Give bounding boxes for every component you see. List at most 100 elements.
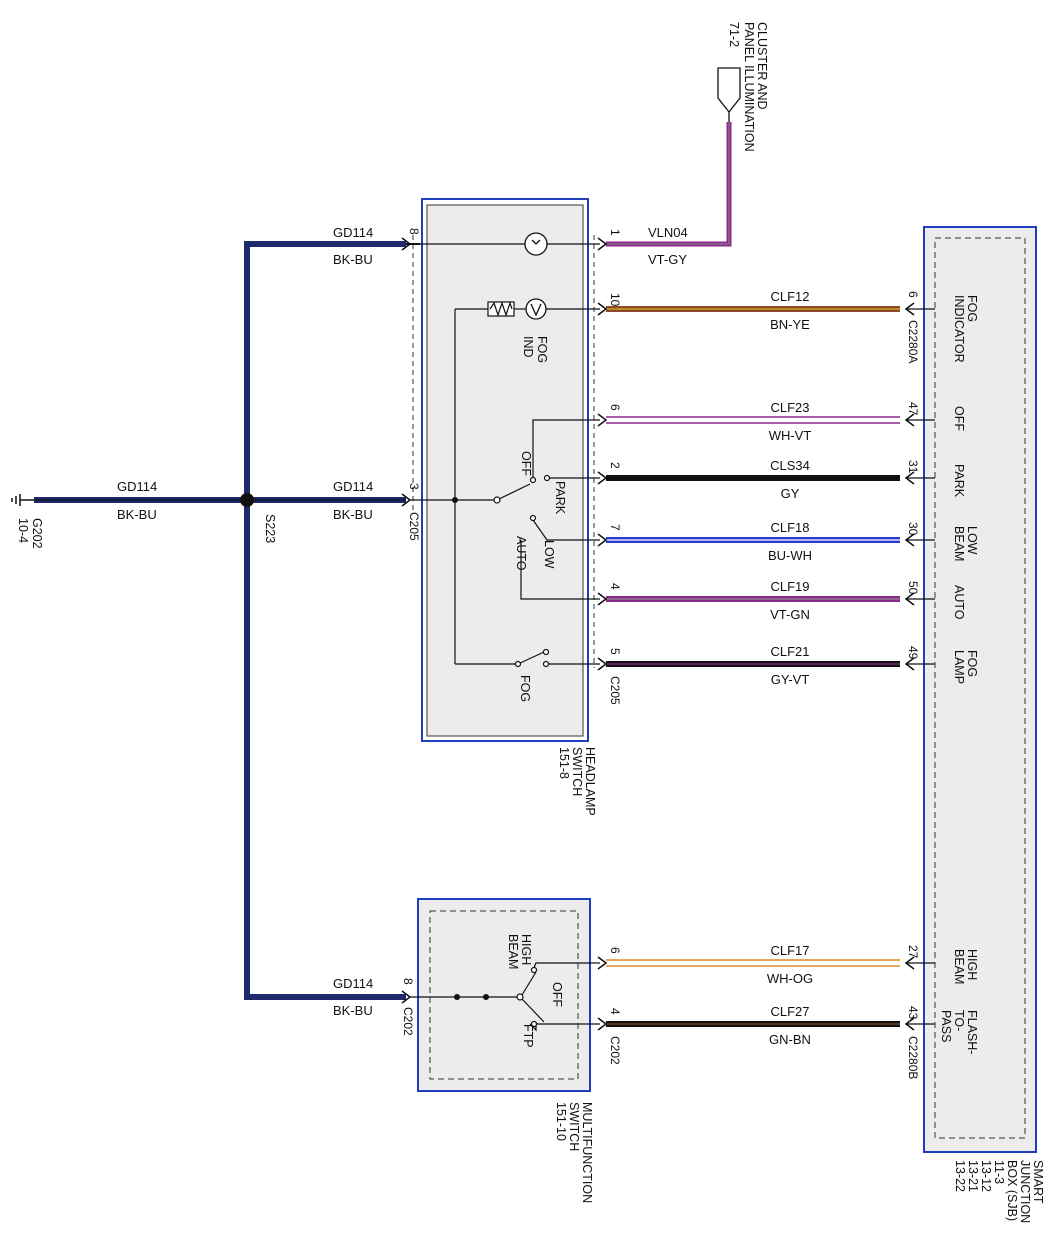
- wire-circuit: CLF19: [770, 579, 809, 594]
- pin-chevron-left: [597, 302, 608, 316]
- fog-indicator-lamp-icon: [525, 298, 547, 320]
- sjb-func-label: LAMP: [952, 650, 966, 684]
- wire-circuit: CLF21: [770, 644, 809, 659]
- pin-chevron-left: [597, 592, 608, 606]
- sjb-func-label: BEAM: [952, 949, 966, 984]
- gnd-wire-color-2: BK-BU: [333, 252, 373, 267]
- pin-left: 4: [608, 583, 622, 590]
- mfs-internal-wiring: [410, 962, 600, 1032]
- headlamp-switch-name-1: HEADLAMP: [583, 747, 597, 816]
- pin-right: 43: [906, 1006, 920, 1020]
- mfs-ref: 151-10: [554, 1102, 568, 1141]
- pos-park-label: PARK: [553, 481, 567, 515]
- cluster-connector-icon: [717, 67, 741, 122]
- wire-circuit: CLF18: [770, 520, 809, 535]
- wire-circuit: CLS34: [770, 458, 810, 473]
- sjb-name-3: BOX (SJB): [1005, 1160, 1019, 1221]
- cluster-name-2: PANEL ILLUMINATION: [742, 22, 756, 152]
- pin-left: 4: [608, 1008, 622, 1015]
- svg-text:8: 8: [407, 228, 421, 235]
- hs-internal-wiring: [410, 243, 600, 665]
- mfs-node-1: [454, 994, 460, 1000]
- pos-low-label: LOW: [542, 540, 556, 569]
- gnd-wire-circuit-3: GD114: [333, 479, 373, 494]
- mfs-hb-label-1: HIGH: [519, 934, 533, 965]
- wire-color: WH-VT: [769, 428, 812, 443]
- mfs-pivot: [516, 993, 524, 1001]
- sjb-name-1: SMART: [1031, 1160, 1045, 1204]
- pin-chevron-left: [597, 657, 608, 671]
- mfs-name-1: MULTIFUNCTION: [580, 1102, 594, 1203]
- illum-wire-color: VT-GY: [648, 252, 687, 267]
- gnd-wire-circuit-1: GD114: [117, 479, 157, 494]
- wire-color: WH-OG: [767, 971, 813, 986]
- pin-right: 30: [906, 522, 920, 536]
- hs-fog-pivot: [514, 660, 522, 668]
- ground-icon: [11, 494, 34, 506]
- pin-right: 49: [906, 646, 920, 660]
- illum-wire-stripe: [606, 122, 730, 245]
- sjb-ref-2: 13-12: [979, 1160, 993, 1192]
- illumination-lamp-icon: [524, 232, 548, 256]
- sjb-func-label: BEAM: [952, 526, 966, 561]
- wire-circuit: CLF12: [770, 289, 809, 304]
- ground-id: G202: [30, 518, 44, 549]
- cluster-name-1: CLUSTER AND: [755, 22, 769, 110]
- hs-fog-contact: [542, 648, 550, 656]
- pin-chevron-left: [597, 533, 608, 547]
- sjb-func-label: TO-: [952, 1010, 966, 1031]
- gnd-wire-circuit-2: GD114: [333, 225, 373, 240]
- sjb-connector-a: C2280A: [906, 320, 920, 363]
- pin-left: 10: [608, 293, 622, 307]
- cluster-ref: 71-2: [727, 22, 741, 47]
- hs-bus-node: [452, 497, 458, 503]
- ground-ref: 10-4: [16, 518, 30, 543]
- mfs-node-2: [483, 994, 489, 1000]
- mfs-hb-label-2: BEAM: [506, 934, 520, 969]
- gnd-wire-color-1: BK-BU: [117, 507, 157, 522]
- wire-color: GN-BN: [769, 1032, 811, 1047]
- sjb-func-label: FOG: [965, 295, 979, 322]
- splice-s223-dot: [240, 493, 254, 507]
- hs-contact-off: [529, 476, 537, 484]
- sjb-func-label: PASS: [939, 1010, 953, 1042]
- pin-left: 7: [608, 524, 622, 531]
- headlamp-switch-name-2: SWITCH: [570, 747, 584, 796]
- sjb-func-label: FOG: [965, 650, 979, 677]
- sjb-connector-b: C2280B: [906, 1036, 920, 1079]
- pin-chevron-left: [597, 413, 608, 427]
- mfs-ftp-label: FTP: [521, 1024, 535, 1048]
- fog-ind-label-2: IND: [521, 336, 535, 358]
- gnd-wire-color-4: BK-BU: [333, 1003, 373, 1018]
- wire-color: BN-YE: [770, 317, 810, 332]
- hs-contact-park: [543, 474, 551, 482]
- illum-pin: 1: [597, 229, 622, 251]
- mfs-connector-c202: C202: [608, 1036, 622, 1065]
- wire-color: BU-WH: [768, 548, 812, 563]
- pin-left: 5: [608, 648, 622, 655]
- pin-chevron-left: [597, 956, 608, 970]
- svg-text:8: 8: [401, 978, 415, 985]
- pos-fog-label: FOG: [518, 675, 532, 702]
- pin-left: 6: [608, 947, 622, 954]
- wire-color: VT-GN: [770, 607, 810, 622]
- wire-circuit: CLF23: [770, 400, 809, 415]
- wire-color: GY: [781, 486, 800, 501]
- sjb-ref-4: 13-22: [953, 1160, 967, 1192]
- ground-bus: [34, 241, 406, 1000]
- sjb-func-label: PARK: [952, 464, 966, 498]
- svg-text:1: 1: [608, 229, 622, 236]
- svg-text:C202: C202: [401, 1007, 415, 1036]
- hs-fog-contact-2: [542, 660, 550, 668]
- pin-chevron-left: [597, 471, 608, 485]
- pin-left: 2: [608, 462, 622, 469]
- pos-off-label: OFF: [519, 451, 533, 476]
- pin-right: 31: [906, 460, 920, 474]
- hs-contact-low: [529, 514, 537, 522]
- sjb-ref-3: 13-21: [966, 1160, 980, 1192]
